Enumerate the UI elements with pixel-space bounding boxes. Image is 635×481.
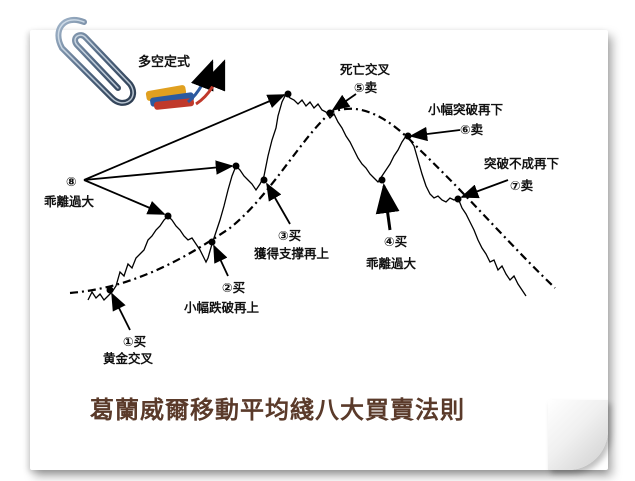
paperclip-icon xyxy=(55,17,137,106)
label-sell8-text: 乖離過大 xyxy=(44,194,95,209)
annotation-arrows xyxy=(111,93,509,331)
label-buy1-num: ①买 xyxy=(123,334,146,349)
point-sell6 xyxy=(404,132,412,140)
label-buy3-text: 獲得支撑再上 xyxy=(254,246,330,261)
label-sell5-num: ⑤卖 xyxy=(354,80,378,95)
point-peak-b xyxy=(232,162,240,170)
point-buy2 xyxy=(208,238,216,246)
point-sell5 xyxy=(326,109,334,117)
label-buy1-text: 黄金交叉 xyxy=(103,351,154,366)
point-peak-c xyxy=(284,90,292,98)
price-line xyxy=(87,92,527,302)
label-buy3-num: ③买 xyxy=(278,228,301,243)
point-buy3 xyxy=(260,176,268,184)
point-sell7 xyxy=(454,195,462,203)
label-sell7-text: 突破不成再下 xyxy=(484,156,560,171)
sell8-arrows xyxy=(83,94,286,215)
point-buy1 xyxy=(106,286,114,294)
label-buy4-num: ④买 xyxy=(384,234,407,249)
label-sell5-text: 死亡交叉 xyxy=(339,62,391,77)
logo-text: 多空定式 xyxy=(138,54,190,70)
point-peak-a xyxy=(164,212,172,220)
label-sell6-text: 小幅突破再下 xyxy=(427,102,504,117)
label-sell6-num: ⑥卖 xyxy=(460,122,484,137)
label-sell8-num: ⑧ xyxy=(66,174,77,189)
diagram-title: 葛蘭威爾移動平均綫八大買賣法則 xyxy=(90,395,465,424)
point-buy4 xyxy=(378,176,386,184)
logo: 多空定式 xyxy=(138,54,226,110)
label-buy2-text: 小幅跌破再上 xyxy=(183,300,260,315)
logo-bars-icon xyxy=(145,59,226,110)
label-sell7-num: ⑦卖 xyxy=(510,178,534,193)
label-buy2-num: ②买 xyxy=(222,280,245,295)
label-buy4-text: 乖離過大 xyxy=(366,256,417,271)
